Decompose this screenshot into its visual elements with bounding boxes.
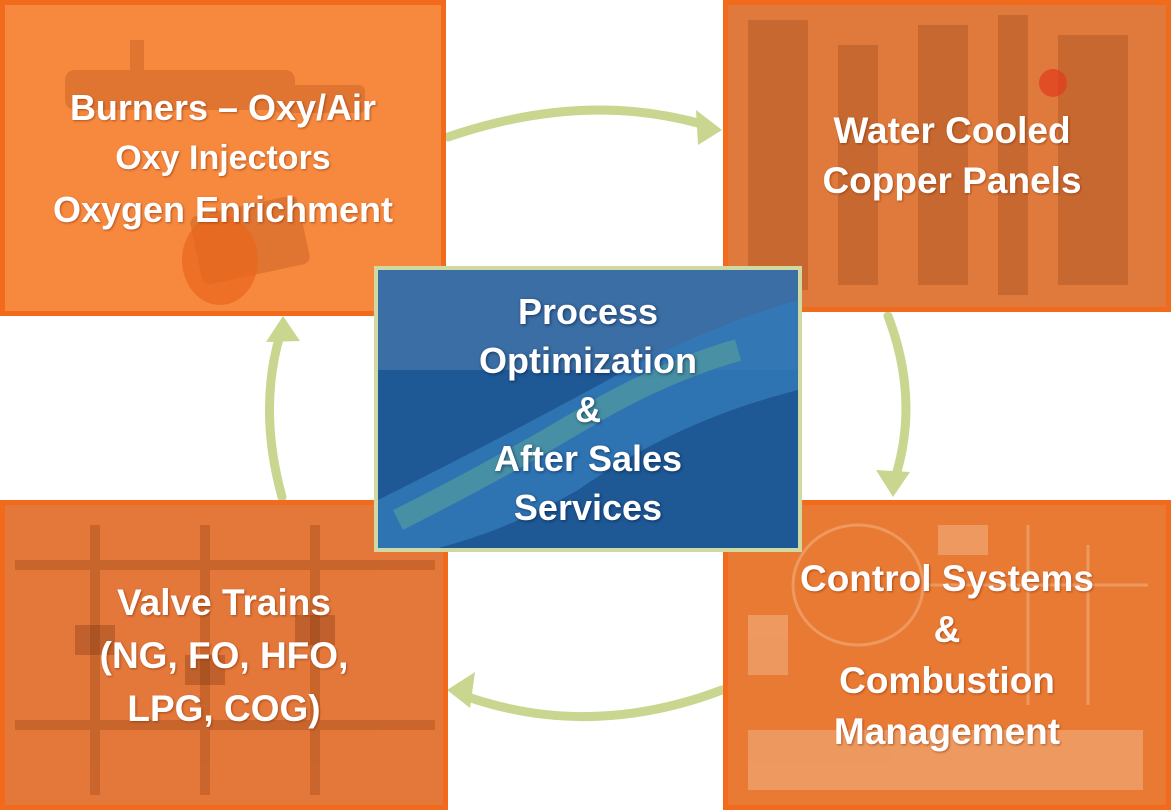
burners-line-2: Oxy Injectors	[115, 138, 331, 177]
valve-trains-line-1: Valve Trains	[117, 581, 331, 623]
burners-line-3: Oxygen Enrichment	[52, 188, 394, 230]
arrow-bottom	[460, 685, 727, 722]
control-systems-label: Control Systems & Combustion Management	[728, 505, 1166, 805]
copper-panels-line-1: Water Cooled	[833, 110, 1071, 151]
valve-trains-box: Valve Trains (NG, FO, HFO, LPG, COG)	[0, 500, 448, 810]
valve-trains-label: Valve Trains (NG, FO, HFO, LPG, COG)	[5, 505, 443, 805]
burners-label: Burners – Oxy/Air Oxy Injectors Oxygen E…	[5, 5, 441, 311]
process-line-4: After Sales	[493, 437, 683, 479]
process-line-2: Optimization	[479, 339, 697, 381]
control-systems-line-4: Management	[833, 711, 1061, 752]
control-systems-photo	[728, 505, 1166, 805]
arrowhead-top	[696, 110, 722, 145]
valve-trains-line-3: LPG, COG)	[127, 687, 321, 729]
burners-line-1: Burners – Oxy/Air	[69, 86, 377, 128]
process-line-1: Process	[517, 290, 659, 332]
copper-panels-line-2: Copper Panels	[822, 160, 1082, 201]
valve-trains-photo	[5, 505, 443, 805]
burners-box: Burners – Oxy/Air Oxy Injectors Oxygen E…	[0, 0, 446, 316]
process-optimization-box: Process Optimization & After Sales Servi…	[374, 266, 802, 552]
arrow-left	[264, 330, 287, 502]
process-line-5: Services	[513, 486, 663, 528]
process-line-3: &	[575, 388, 601, 430]
burner-photo	[5, 5, 441, 311]
copper-panels-box: Water Cooled Copper Panels	[723, 0, 1171, 312]
arrowhead-bottom	[447, 672, 475, 708]
control-systems-line-3: Combustion	[839, 660, 1055, 701]
process-photo	[378, 270, 798, 548]
copper-panels-photo	[728, 5, 1166, 307]
control-systems-line-1: Control Systems	[799, 558, 1094, 599]
arrowhead-left	[266, 316, 300, 342]
control-systems-line-2: &	[933, 609, 961, 650]
copper-panels-label: Water Cooled Copper Panels	[728, 5, 1166, 307]
process-label: Process Optimization & After Sales Servi…	[378, 270, 798, 548]
arrowhead-right	[876, 470, 910, 497]
arrow-top	[443, 105, 710, 142]
valve-trains-line-2: (NG, FO, HFO,	[99, 634, 349, 676]
control-systems-box: Control Systems & Combustion Management	[723, 500, 1171, 810]
arrow-right	[883, 311, 911, 483]
